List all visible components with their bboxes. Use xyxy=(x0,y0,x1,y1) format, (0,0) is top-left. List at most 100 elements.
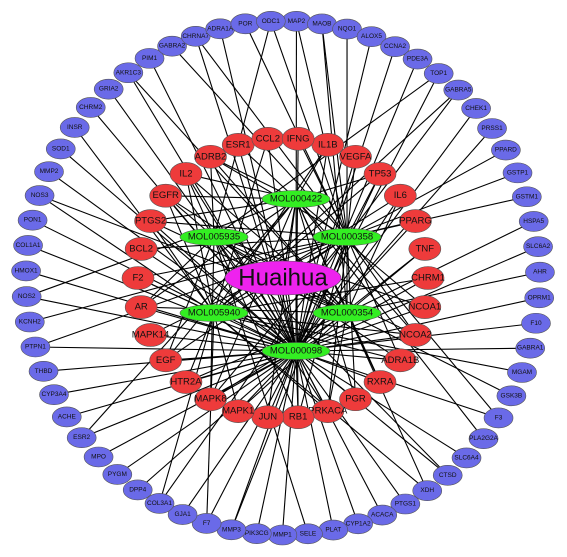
edge xyxy=(150,220,215,314)
inner-node-pparg[interactable]: PPARG xyxy=(399,209,432,233)
molecule-node-mol005940[interactable]: MOL005940 xyxy=(179,304,249,322)
outer-node-map2[interactable]: MAP2 xyxy=(281,11,312,32)
outer-node-akr1c3[interactable]: AKR1C3 xyxy=(113,62,144,84)
outer-node-ctsd[interactable]: CTSD xyxy=(432,464,463,486)
outer-node-gstm1[interactable]: GSTM1 xyxy=(512,186,542,208)
outer-node-col1a1[interactable]: COL1A1 xyxy=(13,235,43,256)
inner-node-rxra[interactable]: RXRA xyxy=(363,370,397,394)
inner-node-jun[interactable]: JUN xyxy=(251,405,285,430)
outer-node-pla2g2a[interactable]: PLA2G2A xyxy=(468,428,499,450)
inner-node-adra1b[interactable]: ADRA1B xyxy=(381,348,419,373)
outer-node-kcnh2[interactable]: KCNH2 xyxy=(14,311,45,333)
outer-node-por[interactable]: POR xyxy=(230,13,261,35)
outer-node-insr[interactable]: INSR xyxy=(59,117,90,138)
outer-node-sod1[interactable]: SOD1 xyxy=(45,138,76,160)
outer-node-f10[interactable]: F10 xyxy=(521,312,551,334)
edge xyxy=(206,350,297,524)
inner-node-esr1[interactable]: ESR1 xyxy=(221,133,255,157)
molecule-node-mol000358[interactable]: MOL000358 xyxy=(312,228,382,246)
inner-node-egf[interactable]: EGF xyxy=(149,348,182,373)
inner-node-tp53[interactable]: TP53 xyxy=(363,162,397,186)
inner-node-esr1-shape xyxy=(221,133,255,157)
outer-node-ache[interactable]: ACHE xyxy=(51,406,82,428)
outer-node-por-shape xyxy=(230,13,261,35)
outer-node-oprm1[interactable]: OPRM1 xyxy=(524,287,555,309)
outer-node-mmp2[interactable]: MMP2 xyxy=(34,161,64,183)
outer-node-gria2[interactable]: GRIA2 xyxy=(93,78,124,100)
outer-node-prss1[interactable]: PRSS1 xyxy=(477,118,507,139)
inner-node-il6[interactable]: IL6 xyxy=(384,183,417,208)
outer-node-nos2[interactable]: NOS2 xyxy=(11,286,42,307)
center-node-huaihua[interactable]: Huaihua xyxy=(224,260,342,296)
outer-node-f3[interactable]: F3 xyxy=(483,407,514,429)
outer-node-dpp4-shape xyxy=(122,479,153,501)
outer-node-thbd[interactable]: THBD xyxy=(28,360,59,382)
outer-node-dpp4[interactable]: DPP4 xyxy=(122,479,153,501)
outer-node-chek1[interactable]: CHEK1 xyxy=(461,98,491,119)
outer-node-mmp1[interactable]: MMP1 xyxy=(267,524,298,546)
inner-node-adrb2[interactable]: ADRB2 xyxy=(194,144,227,169)
outer-node-esr2[interactable]: ESR2 xyxy=(66,427,97,449)
outer-node-pygm-shape xyxy=(102,464,133,485)
outer-node-gstp1[interactable]: GSTP1 xyxy=(502,162,533,184)
inner-node-ptgs2[interactable]: PTGS2 xyxy=(134,209,167,233)
inner-node-htr2a[interactable]: HTR2A xyxy=(169,370,203,394)
inner-node-il2[interactable]: IL2 xyxy=(169,162,203,186)
inner-node-chrm1[interactable]: CHRM1 xyxy=(411,266,445,290)
molecule-node-mol000422[interactable]: MOL000422 xyxy=(261,190,331,208)
edge xyxy=(60,148,297,352)
inner-node-rb1[interactable]: RB1 xyxy=(281,405,315,430)
outer-node-top1[interactable]: TOP1 xyxy=(423,63,454,84)
edge xyxy=(295,58,419,352)
outer-node-sod1-shape xyxy=(45,138,76,160)
outer-node-chrm2[interactable]: CHRM2 xyxy=(75,97,106,118)
outer-node-pde3a[interactable]: PDE3A xyxy=(402,48,433,70)
outer-node-ahr[interactable]: AHR xyxy=(525,261,555,283)
outer-node-xdh[interactable]: XDH xyxy=(412,480,443,502)
outer-node-mpo[interactable]: MPO xyxy=(83,446,114,468)
outer-node-col3a1[interactable]: COL3A1 xyxy=(144,493,175,514)
inner-node-vegfa[interactable]: VEGFA xyxy=(339,144,372,169)
inner-node-ncoa2[interactable]: NCOA2 xyxy=(399,323,432,347)
inner-node-ccl2[interactable]: CCL2 xyxy=(251,126,285,151)
outer-node-slc6a4[interactable]: SLC6A4 xyxy=(451,447,482,469)
outer-node-slc6a2[interactable]: SLC6A2 xyxy=(523,236,553,257)
outer-node-maob[interactable]: MAOB xyxy=(307,13,337,35)
outer-node-ptpn1[interactable]: PTPN1 xyxy=(20,336,51,358)
inner-node-mapk8[interactable]: MAPK8 xyxy=(194,387,227,412)
molecule-node-mol000354[interactable]: MOL000354 xyxy=(312,304,382,322)
inner-node-f2[interactable]: F2 xyxy=(121,266,155,290)
outer-node-pik3cg[interactable]: PIK3CG xyxy=(241,523,272,544)
inner-node-ncoa1[interactable]: NCOA1 xyxy=(408,295,441,319)
outer-node-hspa5[interactable]: HSPA5 xyxy=(518,211,549,232)
outer-node-ppard[interactable]: PPARD xyxy=(491,139,521,161)
outer-node-odc1[interactable]: ODC1 xyxy=(256,10,286,32)
inner-node-ifng-shape xyxy=(281,126,315,151)
outer-node-nos3[interactable]: NOS3 xyxy=(24,185,55,206)
outer-node-gsk3b[interactable]: GSK3B xyxy=(496,385,527,407)
outer-node-gabra5[interactable]: GABRA5 xyxy=(443,79,474,101)
inner-node-mapk1[interactable]: MAPK1 xyxy=(221,399,255,423)
outer-node-cyp3a4[interactable]: CYP3A4 xyxy=(39,384,69,405)
inner-node-bcl2[interactable]: BCL2 xyxy=(124,237,158,261)
outer-node-gabra1[interactable]: GABRA1 xyxy=(515,337,546,359)
inner-node-mapk14[interactable]: MAPK14 xyxy=(132,323,170,347)
edge xyxy=(295,220,416,352)
inner-node-egfr[interactable]: EGFR xyxy=(149,183,182,208)
outer-node-hmox1[interactable]: HMOX1 xyxy=(11,260,41,282)
inner-node-pgr[interactable]: PGR xyxy=(339,387,372,412)
outer-node-sele[interactable]: SELE xyxy=(293,523,323,545)
molecule-node-mol000098[interactable]: MOL000098 xyxy=(261,342,331,360)
inner-node-ifng[interactable]: IFNG xyxy=(281,126,315,151)
outer-node-pygm[interactable]: PYGM xyxy=(102,464,133,485)
inner-node-tnf[interactable]: TNF xyxy=(408,237,442,261)
outer-node-mgam[interactable]: MGAM xyxy=(507,362,537,383)
outer-node-plat[interactable]: PLAT xyxy=(318,519,349,541)
outer-node-pon1[interactable]: PON1 xyxy=(17,209,48,231)
molecule-node-mol005935[interactable]: MOL005935 xyxy=(179,228,249,246)
inner-node-ar[interactable]: AR xyxy=(124,295,158,319)
inner-node-il1b[interactable]: IL1B xyxy=(311,133,345,157)
edge xyxy=(346,156,357,238)
edge xyxy=(270,21,348,238)
outer-node-adra1a[interactable]: ADRA1A xyxy=(205,18,236,40)
